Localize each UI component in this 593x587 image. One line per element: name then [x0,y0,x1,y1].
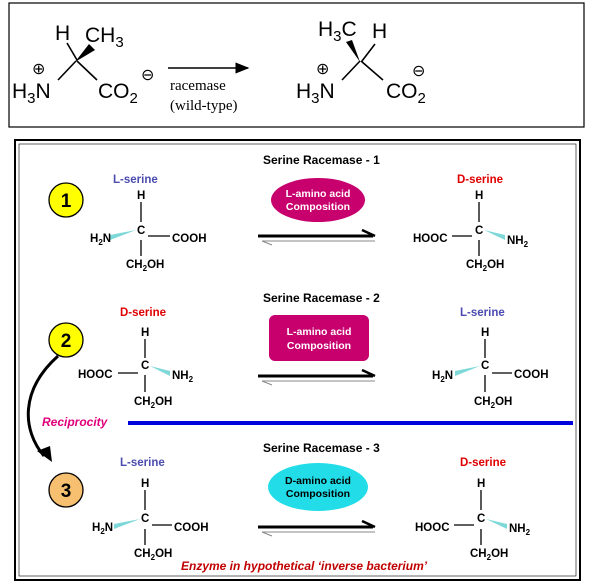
svg-text:H2N: H2N [432,370,453,384]
svg-text:D-amino acid: D-amino acid [285,475,351,487]
row-3-right-label: D-serine [460,457,506,469]
row-3: Serine Racemase - 3 3 L-serine D-serine … [48,441,531,562]
arrow-label-racemase: racemase [170,78,226,94]
svg-text:C: C [475,225,483,237]
svg-text:H: H [372,20,387,43]
arrow-label-wildtype: (wild-type) [170,98,237,114]
svg-text:H: H [477,478,485,490]
svg-text:CH2OH: CH2OH [134,396,172,410]
svg-text:CH2OH: CH2OH [470,548,508,562]
product-wedge [346,40,360,62]
svg-text:CH2OH: CH2OH [474,396,512,410]
svg-text:L-amino acid: L-amino acid [286,188,351,200]
row-1-left-label: L-serine [113,174,158,186]
row-1-right-label: D-serine [457,174,503,186]
svg-text:NH2: NH2 [507,235,529,249]
svg-text:H3N: H3N [12,80,51,107]
row-1-right-molecule: H C NH2 HOOC CH2OH [413,190,529,273]
svg-text:H2N: H2N [92,522,113,536]
svg-text:⊖: ⊖ [412,63,425,80]
reactant-structure: H CH3 H3N ⊕ CO2 ⊖ [12,22,154,107]
row-3-right-molecule: H C NH2 HOOC CH2OH [415,478,531,562]
svg-text:H: H [137,190,145,202]
svg-text:COOH: COOH [514,369,549,381]
serine-racemase-panel [14,139,581,581]
svg-text:L-amino acid: L-amino acid [287,326,352,338]
svg-text:Composition: Composition [287,340,351,352]
svg-text:CO2: CO2 [98,80,138,107]
svg-text:⊕: ⊕ [316,61,329,78]
row-3-left-label: L-serine [120,457,165,469]
svg-text:COOH: COOH [174,522,209,534]
row-2-left-molecule: H C NH2 HOOC CH2OH [78,327,194,410]
svg-text:CH2OH: CH2OH [126,259,164,273]
svg-text:HOOC: HOOC [413,233,448,245]
number-badge-1 [48,182,84,218]
footer-caption: Enzyme in hypothetical ‘inverse bacteriu… [181,559,428,573]
svg-text:H3N: H3N [296,80,335,107]
row-2-right-molecule: H C H2N COOH CH2OH [432,327,549,410]
reactant-wedge [75,44,95,62]
row-2-enzyme-box [269,315,369,361]
svg-text:H3C: H3C [318,18,357,45]
row-2: Serine Racemase - 2 2 D-serine L-serine … [48,291,549,410]
svg-text:H: H [141,327,149,339]
svg-text:HOOC: HOOC [415,522,450,534]
svg-text:CO2: CO2 [386,80,426,107]
number-badge-3 [48,472,84,508]
row-1-enzyme-oval [271,178,365,222]
svg-text:Composition: Composition [286,201,350,213]
row-2-right-label: L-serine [460,307,505,319]
top-reaction-box [8,2,585,128]
row-1-title: Serine Racemase - 1 [263,153,380,167]
plus-charge: ⊕ [32,61,45,78]
curved-arrow-2-to-3 [26,354,60,457]
svg-text:C: C [481,360,489,372]
svg-text:C: C [477,513,485,525]
svg-text:1: 1 [61,191,72,212]
svg-text:C: C [141,513,149,525]
row-3-enzyme-oval [268,463,368,511]
svg-text:H: H [481,327,489,339]
svg-text:H: H [141,478,149,490]
row-2-title: Serine Racemase - 2 [263,291,380,305]
number-badge-2 [48,322,84,358]
reciprocity-label: Reciprocity [42,415,109,429]
product-structure: H3C H H3N ⊕ CO2 ⊖ [296,18,426,107]
svg-text:H2N: H2N [90,233,111,247]
svg-text:Composition: Composition [286,488,350,500]
svg-text:CH3: CH3 [85,24,124,51]
svg-text:C: C [137,225,145,237]
minus-charge: ⊖ [141,67,154,84]
row-1-left-molecule: H C H2N COOH CH2OH [90,190,207,273]
svg-text:COOH: COOH [172,233,207,245]
row-2-left-label: D-serine [120,307,166,319]
svg-text:NH2: NH2 [172,370,194,384]
row-1: Serine Racemase - 1 1 L-serine D-serine … [48,153,529,273]
svg-text:H: H [475,190,483,202]
svg-text:CH2OH: CH2OH [134,548,172,562]
reactant-h: H [55,22,70,45]
row-3-left-molecule: H C H2N COOH CH2OH [92,478,209,562]
svg-text:HOOC: HOOC [78,369,113,381]
svg-text:CH2OH: CH2OH [466,259,504,273]
svg-text:NH2: NH2 [509,523,531,537]
svg-text:C: C [141,360,149,372]
svg-text:3: 3 [61,481,72,502]
reactant-ch3: CH [85,24,115,47]
row-3-title: Serine Racemase - 3 [263,441,380,455]
svg-text:2: 2 [61,331,72,352]
